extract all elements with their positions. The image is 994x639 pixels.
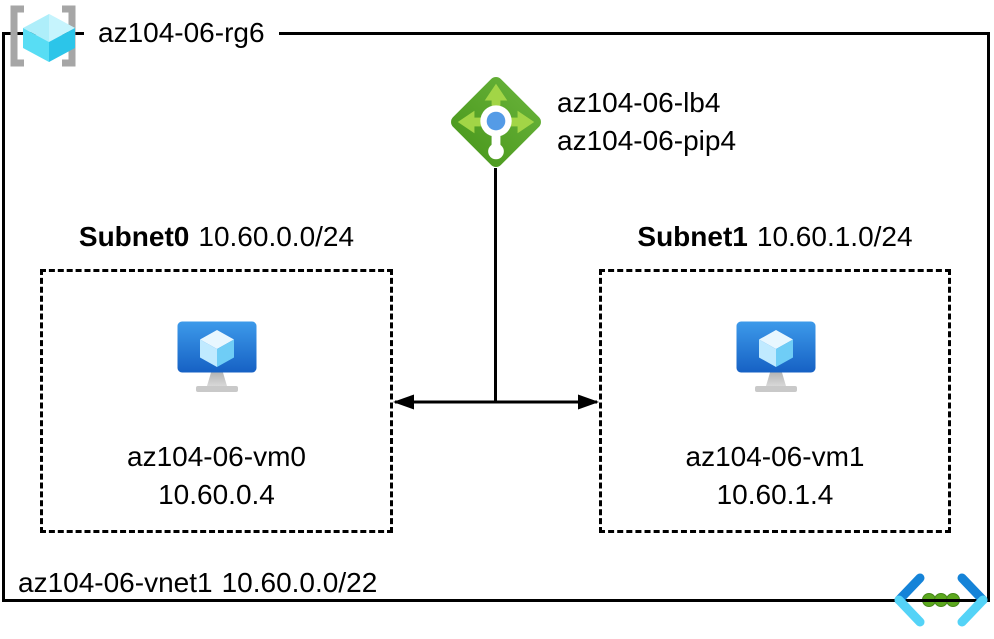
subnet1-name: Subnet1	[637, 221, 748, 252]
vm1-name: az104-06-vm1	[685, 441, 865, 472]
vnet-name: az104-06-vnet1	[18, 567, 213, 598]
resource-group-label: az104-06-rg6	[84, 15, 279, 51]
border-line-overlay	[893, 599, 989, 602]
vm-monitor-base	[196, 386, 238, 392]
load-balancer-icon	[451, 77, 541, 167]
vnet-chevrons-icon	[894, 573, 988, 627]
vm1-labels: az104-06-vm1 10.60.1.4	[599, 438, 951, 514]
arrowhead-left-icon	[393, 394, 414, 410]
vm0-name: az104-06-vm0	[127, 441, 306, 472]
vm1-icon	[736, 321, 816, 392]
subnet1-label: Subnet1 10.60.1.0/24	[599, 220, 951, 254]
vm-monitor-stand	[207, 372, 227, 386]
public-ip-name: az104-06-pip4	[557, 125, 737, 156]
vm-monitor-base	[755, 386, 797, 392]
load-balancer-labels: az104-06-lb4 az104-06-pip4	[557, 84, 736, 160]
subnet1-boundary-box	[599, 269, 951, 533]
subnet0-cidr: 10.60.0.0/24	[198, 221, 355, 252]
resource-group-icon	[10, 5, 76, 67]
vnet-label: az104-06-vnet1 10.60.0.0/22	[18, 566, 377, 600]
resource-group-boundary-box	[2, 32, 990, 602]
vm0-labels: az104-06-vm0 10.60.0.4	[40, 438, 393, 514]
cyan-cube-icon	[23, 14, 75, 62]
vm-cube-icon	[200, 330, 234, 367]
vm0-ip: 10.60.0.4	[158, 479, 275, 510]
subnet0-boundary-box	[40, 269, 393, 533]
vnet-cidr: 10.60.0.0/22	[221, 567, 378, 598]
vm1-ip: 10.60.1.4	[716, 479, 834, 510]
subnet0-name: Subnet0	[78, 221, 190, 252]
virtual-network-icon	[893, 573, 989, 627]
vm-cube-icon	[759, 330, 793, 367]
subnet1-cidr: 10.60.1.0/24	[756, 221, 913, 252]
vm0-icon	[177, 321, 257, 392]
bracket-left-icon	[10, 5, 24, 67]
subnet-connector-arrow	[393, 394, 599, 410]
load-balancer-name: az104-06-lb4	[557, 87, 721, 118]
lb-connector-line	[494, 168, 497, 402]
lb-probe-keyhole-icon	[480, 105, 512, 160]
vm-monitor-stand	[766, 372, 786, 386]
subnet0-label: Subnet0 10.60.0.0/24	[40, 220, 393, 254]
lb-direction-arrows-icon	[457, 83, 535, 134]
arrowhead-right-icon	[578, 394, 599, 410]
